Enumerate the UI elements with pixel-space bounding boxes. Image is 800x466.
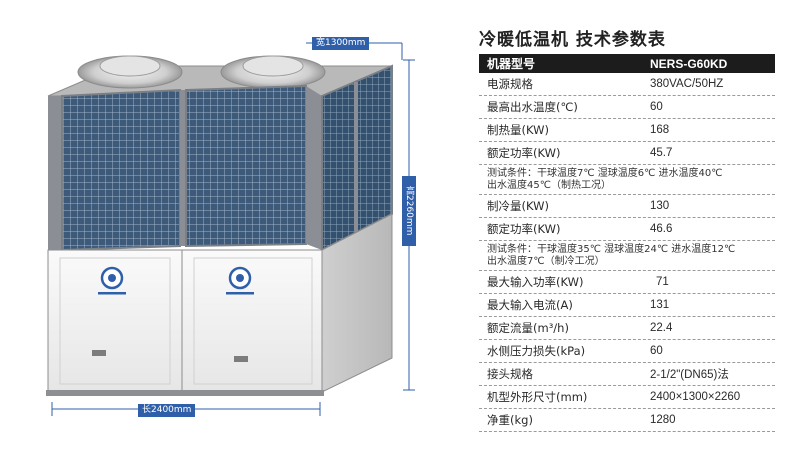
- heating-test-conditions: 测试条件：干球温度7℃ 湿球温度6℃ 进水温度40℃ 出水温度45℃（制热工况）: [479, 165, 775, 195]
- row-value: 1280: [650, 414, 676, 426]
- spec-row-max-input-current: 最大输入电流(A) 131: [479, 294, 775, 317]
- brand-logo-right: [226, 266, 254, 295]
- spec-row-heating-rated-power: 额定功率(KW) 45.7: [479, 142, 775, 165]
- row-label: 机型外形尺寸(mm): [487, 390, 588, 404]
- brand-logo-left: [98, 266, 126, 295]
- spec-row-pressure-loss: 水侧压力损失(kPa) 60: [479, 340, 775, 363]
- table-header-row: 机器型号 NERS-G60KD: [479, 54, 775, 73]
- row-value: 168: [650, 124, 670, 136]
- row-value: 46.6: [650, 223, 673, 235]
- spec-row-connector: 接头规格 2-1/2"(DN65)法: [479, 363, 775, 386]
- spec-row-heating-capacity: 制热量(KW) 168: [479, 119, 775, 142]
- row-value: 2400×1300×2260: [650, 391, 741, 403]
- row-value: 60: [650, 345, 663, 357]
- row-value: 2-1/2"(DN65)法: [650, 369, 729, 381]
- spec-row-cooling-capacity: 制冷量(KW) 130: [479, 195, 775, 218]
- row-value: 71: [656, 276, 669, 288]
- row-label: 最大输入电流(A): [487, 298, 573, 312]
- row-label: 制热量(KW): [487, 123, 549, 137]
- row-label: 接头规格: [487, 367, 533, 381]
- spec-row-rated-flow: 额定流量(m³/h) 22.4: [479, 317, 775, 340]
- note-line: 测试条件：干球温度7℃ 湿球温度6℃ 进水温度40℃: [487, 168, 723, 179]
- row-label: 额定功率(KW): [487, 146, 561, 160]
- row-label: 水侧压力损失(kPa): [487, 344, 586, 358]
- row-value: 60: [650, 101, 663, 113]
- product-illustration: 宽1300mm 高2260mm 长2400mm: [46, 37, 416, 417]
- row-label: 净重(kg): [487, 413, 533, 427]
- note-line: 出水温度45℃（制热工况）: [487, 180, 611, 191]
- heat-pump-unit-image: [46, 42, 415, 416]
- spec-row-dimensions: 机型外形尺寸(mm) 2400×1300×2260: [479, 386, 775, 409]
- row-value: 380VAC/50HZ: [650, 78, 724, 90]
- row-label: 电源规格: [487, 77, 533, 91]
- spec-row-cooling-rated-power: 额定功率(KW) 46.6: [479, 218, 775, 241]
- width-dimension-label: 宽1300mm: [312, 37, 370, 50]
- row-value: 130: [650, 200, 670, 212]
- row-label: 最大输入功率(KW): [487, 275, 584, 289]
- spec-row-max-input-power: 最大输入功率(KW) 71: [479, 271, 775, 294]
- row-value: 45.7: [650, 147, 673, 159]
- model-number: NERS-G60KD: [650, 56, 728, 71]
- spec-row-power-supply: 电源规格 380VAC/50HZ: [479, 73, 775, 96]
- row-value: 131: [650, 299, 670, 311]
- row-label: 额定功率(KW): [487, 222, 561, 236]
- spec-row-net-weight: 净重(kg) 1280: [479, 409, 775, 432]
- length-dimension-label: 长2400mm: [138, 404, 196, 417]
- row-value: 22.4: [650, 322, 673, 334]
- table-title: 冷暖低温机 技术参数表: [479, 30, 666, 50]
- cooling-test-conditions: 测试条件：干球温度35℃ 湿球温度24℃ 进水温度12℃ 出水温度7℃（制冷工况…: [479, 241, 775, 271]
- row-label: 额定流量(m³/h): [487, 321, 569, 335]
- note-line: 出水温度7℃（制冷工况）: [487, 256, 605, 267]
- note-line: 测试条件：干球温度35℃ 湿球温度24℃ 进水温度12℃: [487, 244, 736, 255]
- height-dimension-label: 高2260mm: [402, 176, 416, 246]
- row-label: 最高出水温度(℃): [487, 100, 578, 114]
- spec-table: 冷暖低温机 技术参数表 机器型号 NERS-G60KD 电源规格 380VAC/…: [479, 28, 775, 432]
- spec-row-max-outlet-temp: 最高出水温度(℃) 60: [479, 96, 775, 119]
- row-label: 制冷量(KW): [487, 199, 549, 213]
- header-label: 机器型号: [487, 57, 536, 71]
